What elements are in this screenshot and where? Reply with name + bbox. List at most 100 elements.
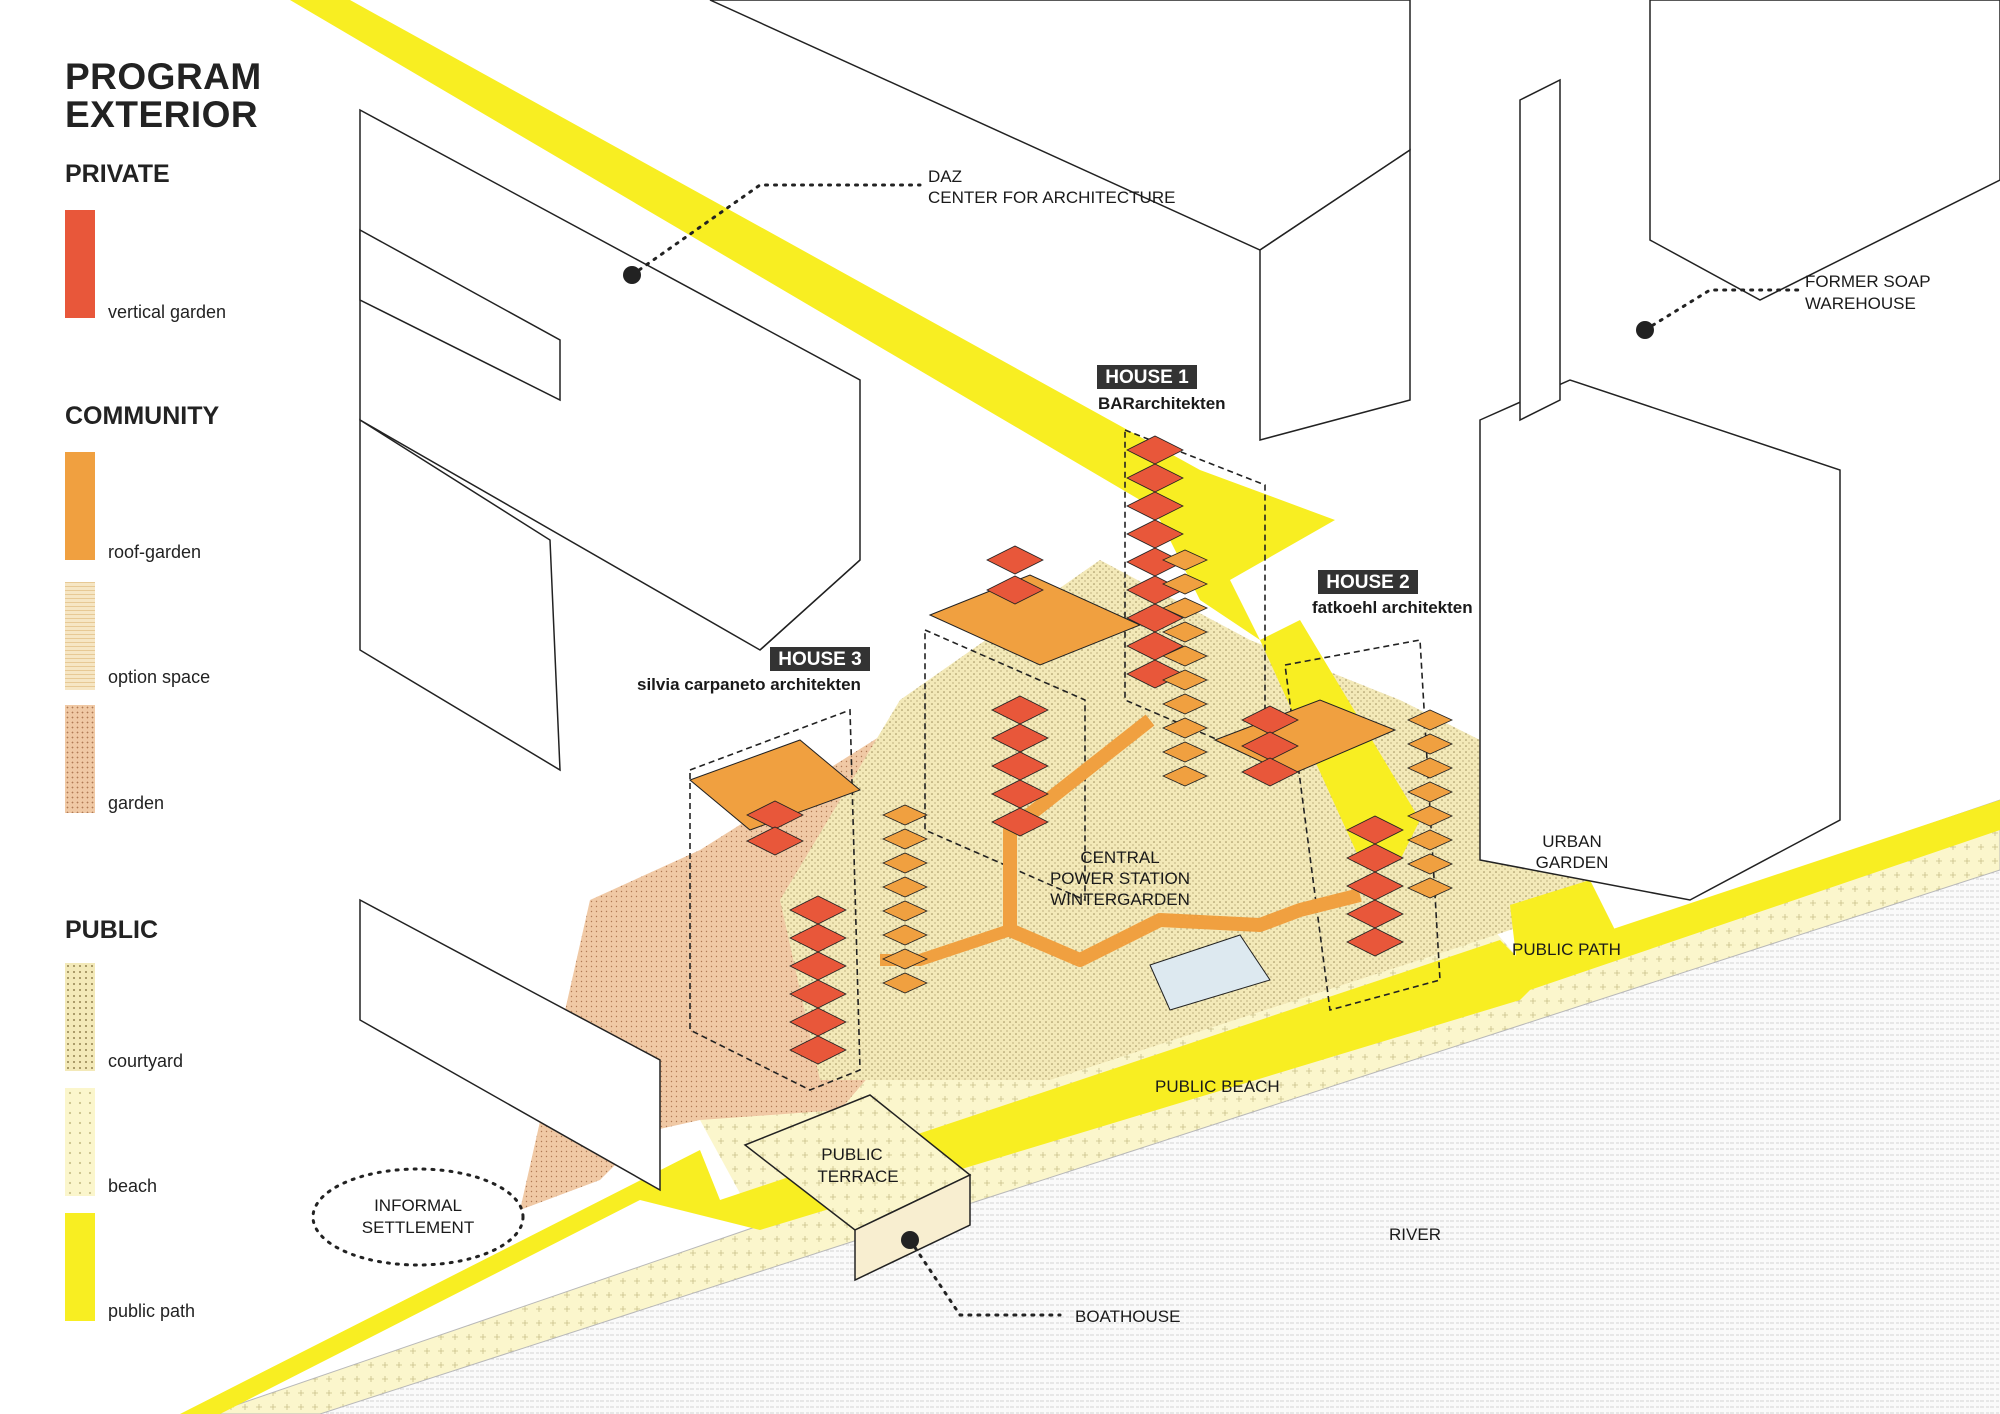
vertical-garden-slab [1346,927,1404,957]
legend-swatch-roof-garden [65,452,95,560]
label-river: RIVER [1389,1225,1441,1244]
label-soap-2: WAREHOUSE [1805,294,1916,313]
stair-flight [1407,805,1453,827]
label-terrace-1: PUBLIC [821,1145,882,1164]
label-urban-2: GARDEN [1536,853,1609,872]
house-2-tag: HOUSE 2 fatkoehl architekten [1312,570,1473,617]
stair-flight [1162,717,1208,739]
vertical-garden-slab [991,779,1049,809]
vertical-garden-slab [991,751,1049,781]
legend-swatch-public-path [65,1213,95,1321]
vertical-garden-slab [746,800,804,830]
svg-text:HOUSE 3: HOUSE 3 [778,649,861,670]
label-central-2: POWER STATION [1050,869,1190,888]
stair-flight [1162,765,1208,787]
vertical-garden-slab [1126,491,1184,521]
public-path-top [290,0,1335,640]
stair-flight [882,828,928,850]
svg-text:HOUSE 1: HOUSE 1 [1105,367,1189,388]
vertical-garden-slab [1346,871,1404,901]
legend-title-line1: PROGRAM [65,56,262,97]
stair-flight [1162,741,1208,763]
stair-flight [882,972,928,994]
legend-heading-public: PUBLIC [65,916,159,944]
stair-flight [1162,573,1208,595]
vertical-garden-slab [986,575,1044,605]
stair-flight [882,900,928,922]
vertical-garden-slab [1241,705,1299,735]
label-boathouse: BOATHOUSE [1075,1307,1180,1326]
stair-flight [882,924,928,946]
stairs [882,549,1453,994]
stair-flight [1407,709,1453,731]
stair-flight [1162,693,1208,715]
stair-flight [1407,733,1453,755]
legend-swatch-vertical-garden [65,210,95,318]
label-public-path: PUBLIC PATH [1512,940,1621,959]
context-buildings [359,0,2000,1192]
stair-flight [882,948,928,970]
vertical-garden-slab [991,807,1049,837]
label-central-3: WINTERGARDEN [1050,890,1190,909]
svg-text:HOUSE 2: HOUSE 2 [1326,572,1409,593]
vertical-garden-slab [789,1035,847,1065]
stair-flight [1407,829,1453,851]
label-informal-2: SETTLEMENT [362,1218,474,1237]
vertical-garden-slab [1126,463,1184,493]
house-3-tag: HOUSE 3 silvia carpaneto architekten [637,647,870,694]
stair-flight [882,876,928,898]
legend-label-garden: garden [108,793,165,813]
vertical-garden-slab [991,723,1049,753]
house-1-tag: HOUSE 1 BARarchitekten [1097,365,1226,413]
stair-flight [1407,757,1453,779]
legend-swatch-option-space [65,582,95,690]
label-urban-1: URBAN [1542,832,1602,851]
svg-text:BARarchitekten: BARarchitekten [1098,394,1226,413]
stair-flight [1162,645,1208,667]
boathouse-building [743,1094,972,1282]
legend-heading-community: COMMUNITY [65,402,220,430]
label-soap-1: FORMER SOAP [1805,272,1931,291]
vertical-garden-slab [789,979,847,1009]
stair-flight [882,852,928,874]
stair-flight [1162,669,1208,691]
stair-flight [1162,597,1208,619]
vertical-garden-slab [1346,843,1404,873]
label-terrace-2: TERRACE [817,1167,898,1186]
vertical-gardens [746,435,1404,1065]
vertical-garden-slab [1126,435,1184,465]
public-path-plaza [1510,880,1620,990]
vertical-garden-slab [746,826,804,856]
pool [1149,934,1271,1011]
vertical-garden-slab [789,923,847,953]
stair-flight [1407,781,1453,803]
legend-title-line2: EXTERIOR [65,94,259,135]
informal-settlement-outline [311,1167,525,1267]
stair-flight [1407,853,1453,875]
legend-label-courtyard: courtyard [108,1051,184,1071]
svg-text:silvia carpaneto architekten: silvia carpaneto architekten [637,675,861,694]
courtyard-area [780,560,1600,1080]
legend-label-public-path: public path [108,1301,196,1321]
label-informal-1: INFORMAL [374,1196,462,1215]
stair-flight [1162,621,1208,643]
legend-heading-private: PRIVATE [65,160,170,188]
legend-label-option-space: option space [108,667,211,687]
vertical-garden-slab [1241,731,1299,761]
stair-flight [882,804,928,826]
stair-flight [1162,549,1208,571]
vertical-garden-slab [991,695,1049,725]
vertical-garden-slab [1346,899,1404,929]
leader-lines [630,183,1802,1317]
label-central-1: CENTRAL [1080,848,1159,867]
vertical-garden-slab [789,895,847,925]
roof-gardens [689,574,1397,831]
vertical-garden-slab [1346,815,1404,845]
vertical-garden-slab [789,951,847,981]
legend-label-beach: beach [108,1176,158,1196]
label-public-beach: PUBLIC BEACH [1155,1077,1280,1096]
svg-text:fatkoehl architekten: fatkoehl architekten [1312,598,1473,617]
vertical-garden-slab [1126,519,1184,549]
legend-swatch-beach [65,1088,95,1196]
